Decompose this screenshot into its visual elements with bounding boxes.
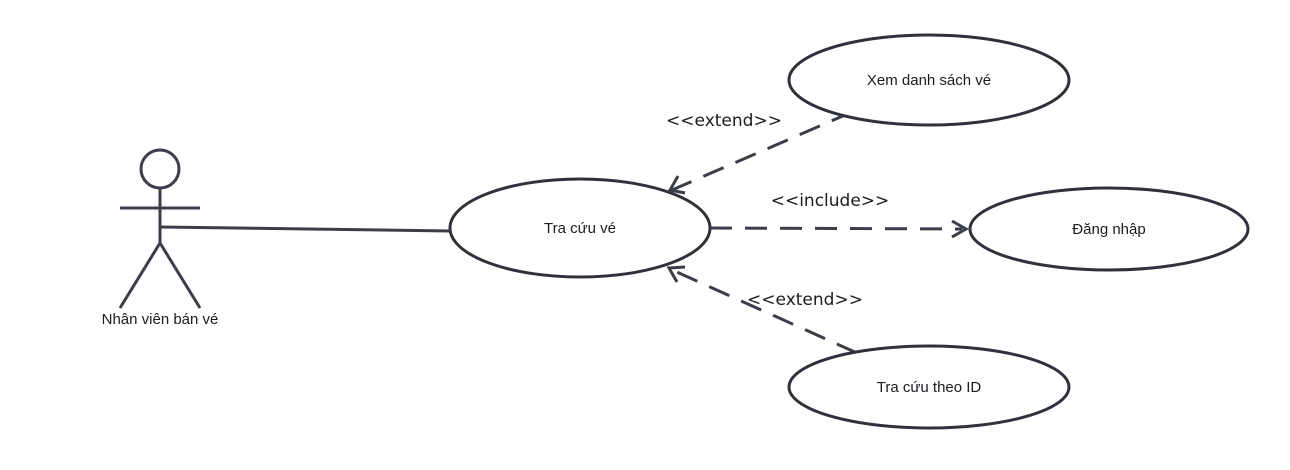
association-line (159, 225, 451, 233)
actor-head (139, 148, 181, 190)
include-relation-login: <<include>> (709, 191, 970, 239)
include-login-arrowhead (951, 219, 970, 239)
actor: Nhân viên bán vé (102, 148, 219, 328)
extend-by-id-line (669, 267, 858, 355)
usecase-by-id: Tra cứu theo ID (787, 344, 1071, 430)
usecase-list: Xem danh sách vé (787, 33, 1071, 127)
include-login-label: <<include>> (771, 191, 890, 211)
extend-list-label: <<extend>> (666, 111, 782, 131)
usecase-by-id-shape (787, 344, 1071, 430)
usecase-login-label: Đăng nhập (1072, 221, 1145, 238)
usecase-main-shape (448, 177, 712, 279)
usecase-login-shape (968, 186, 1250, 272)
include-login-line (709, 226, 963, 231)
extend-by-id-label: <<extend>> (747, 290, 863, 310)
usecase-by-id-label: Tra cứu theo ID (877, 379, 982, 396)
extend-by-id-arrowhead (666, 265, 686, 283)
extend-relation-list: <<extend>> (666, 110, 853, 195)
usecase-list-shape (787, 33, 1071, 127)
usecase-main-label: Tra cứu vé (544, 220, 616, 237)
extend-relation-by-id: <<extend>> (666, 265, 863, 355)
extend-list-arrowhead (667, 175, 686, 195)
usecase-list-label: Xem danh sách vé (867, 72, 991, 89)
usecase-main: Tra cứu vé (448, 177, 712, 279)
actor-label: Nhân viên bán vé (102, 311, 219, 328)
usecase-login: Đăng nhập (968, 186, 1250, 272)
actor-left-leg (118, 242, 162, 309)
actor-right-leg (158, 242, 202, 309)
